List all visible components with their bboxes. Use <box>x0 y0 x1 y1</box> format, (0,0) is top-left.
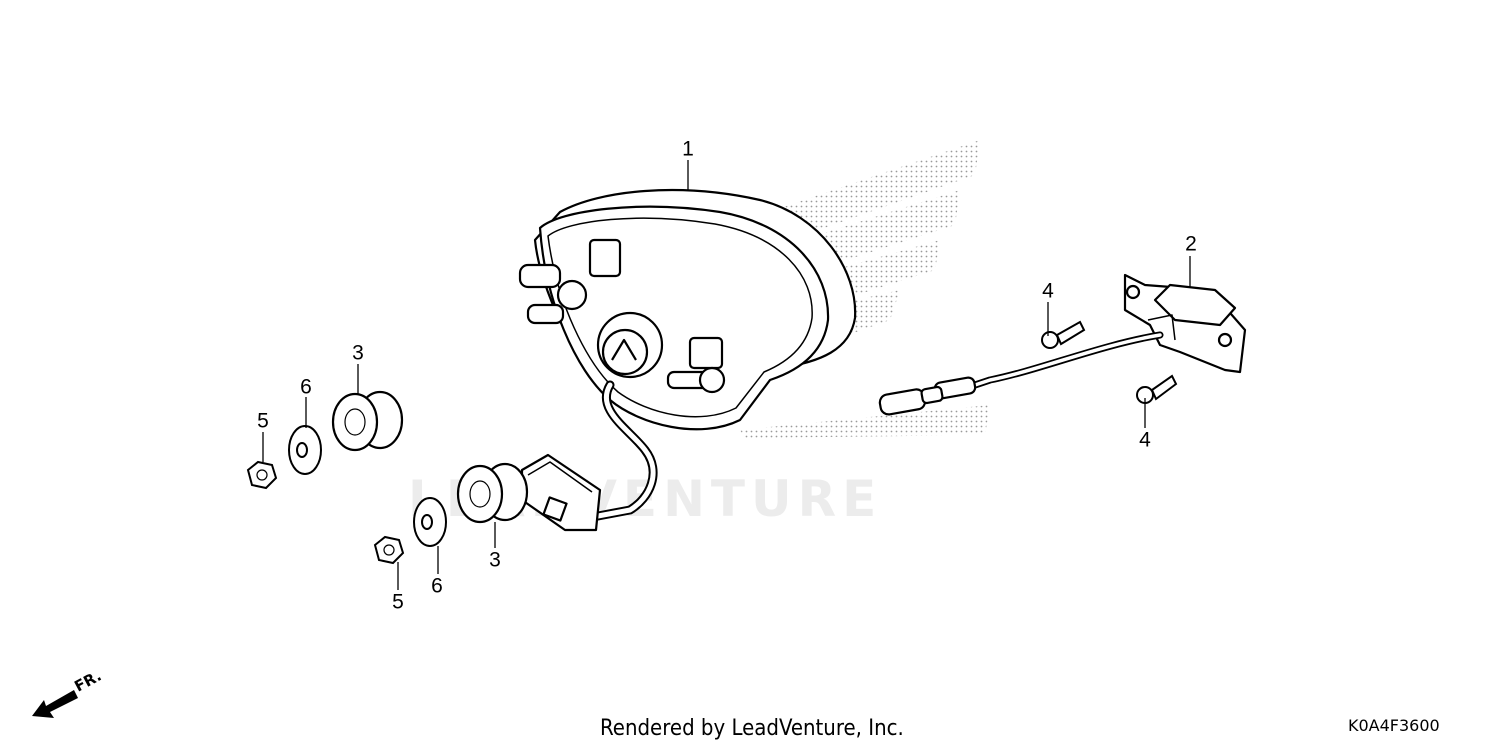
callout-3-upper: 3 <box>352 341 364 365</box>
grommet-upper <box>331 390 404 452</box>
callout-1: 1 <box>682 137 694 161</box>
grommet-lower <box>456 462 529 524</box>
callout-4-upper: 4 <box>1042 279 1054 303</box>
license-light <box>878 273 1247 416</box>
leader-lines <box>262 160 1191 590</box>
tail-light-assembly <box>518 189 857 532</box>
nut-upper <box>246 460 278 490</box>
screw-lower <box>1136 374 1178 404</box>
direction-label: FR. <box>71 672 104 696</box>
callout-5-lower: 5 <box>392 590 404 614</box>
diagram-code: K0A4F3600 <box>1348 716 1440 735</box>
callout-6-lower: 6 <box>431 574 443 598</box>
callout-5-upper: 5 <box>257 409 269 433</box>
footer-credit: Rendered by LeadVenture, Inc. <box>600 716 904 741</box>
nut-lower <box>373 535 405 565</box>
washer-upper <box>288 425 322 475</box>
callout-2: 2 <box>1185 232 1197 256</box>
screw-upper <box>1041 320 1086 349</box>
callout-3-lower: 3 <box>489 548 501 572</box>
front-direction-arrow-icon: FR. <box>32 672 104 718</box>
callout-6-upper: 6 <box>300 375 312 399</box>
washer-lower <box>413 497 447 547</box>
callout-4-lower: 4 <box>1139 428 1151 452</box>
